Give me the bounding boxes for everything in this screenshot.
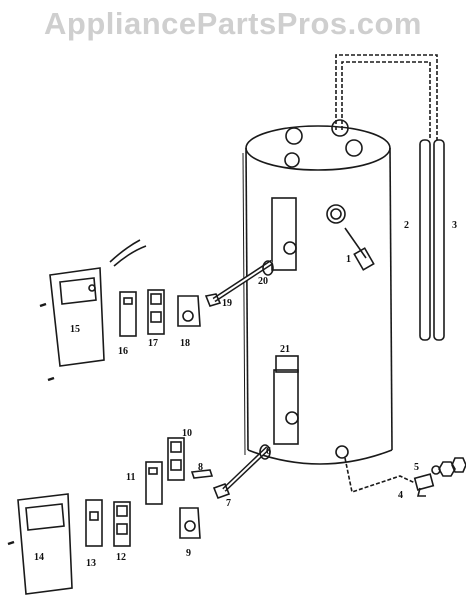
thermostat-clip[interactable] [190, 469, 214, 479]
drain-fittings[interactable] [431, 457, 466, 477]
label-2: 2 [404, 220, 409, 231]
label-19: 19 [222, 298, 232, 309]
lower-thermostat-cover[interactable] [145, 461, 163, 505]
label-16: 16 [118, 346, 128, 357]
label-8: 8 [198, 462, 203, 473]
label-21: 21 [280, 344, 290, 355]
upper-thermostat[interactable] [147, 289, 165, 335]
watermark: AppliancePartsPros.com [44, 6, 422, 41]
label-12: 12 [116, 552, 126, 563]
label-1: 1 [346, 254, 351, 265]
pipe-lines [335, 54, 438, 494]
lower-element-gasket[interactable] [259, 444, 271, 460]
part-number-labels: 1 2 3 4 5 6 7 8 9 10 11 12 13 14 15 16 1… [34, 220, 457, 569]
label-5: 5 [414, 462, 419, 473]
lower-cover-plate[interactable] [85, 499, 103, 547]
lower-thermostat[interactable] [167, 437, 185, 481]
screw-mid[interactable] [47, 376, 55, 382]
label-13: 13 [86, 558, 96, 569]
label-4: 4 [398, 490, 403, 501]
anode-rod-2[interactable] [419, 139, 431, 341]
wire-harness[interactable] [109, 239, 147, 267]
water-heater-tank[interactable] [242, 119, 393, 465]
upper-access-cover[interactable] [49, 267, 105, 367]
lower-limit-thermostat[interactable] [113, 501, 131, 547]
label-14: 14 [34, 552, 44, 563]
label-17: 17 [148, 338, 158, 349]
screw-upper[interactable] [39, 302, 47, 308]
anode-rod-3[interactable] [433, 139, 445, 341]
upper-thermostat-cover[interactable] [119, 291, 137, 337]
label-9: 9 [186, 548, 191, 559]
label-3: 3 [452, 220, 457, 231]
label-6: 6 [266, 446, 271, 457]
insulation-pad[interactable] [275, 355, 299, 373]
label-20: 20 [258, 276, 268, 287]
label-7: 7 [226, 498, 231, 509]
label-11: 11 [126, 472, 135, 483]
label-18: 18 [180, 338, 190, 349]
lower-access-cover[interactable] [17, 493, 73, 595]
drain-valve[interactable] [413, 473, 435, 497]
lower-thermostat-bracket[interactable] [179, 507, 201, 539]
tp-valve[interactable] [344, 227, 375, 271]
label-10: 10 [182, 428, 192, 439]
label-15: 15 [70, 324, 80, 335]
screw-lower[interactable] [7, 540, 15, 546]
upper-element-gasket[interactable] [262, 260, 274, 276]
upper-thermostat-bracket[interactable] [177, 295, 201, 327]
